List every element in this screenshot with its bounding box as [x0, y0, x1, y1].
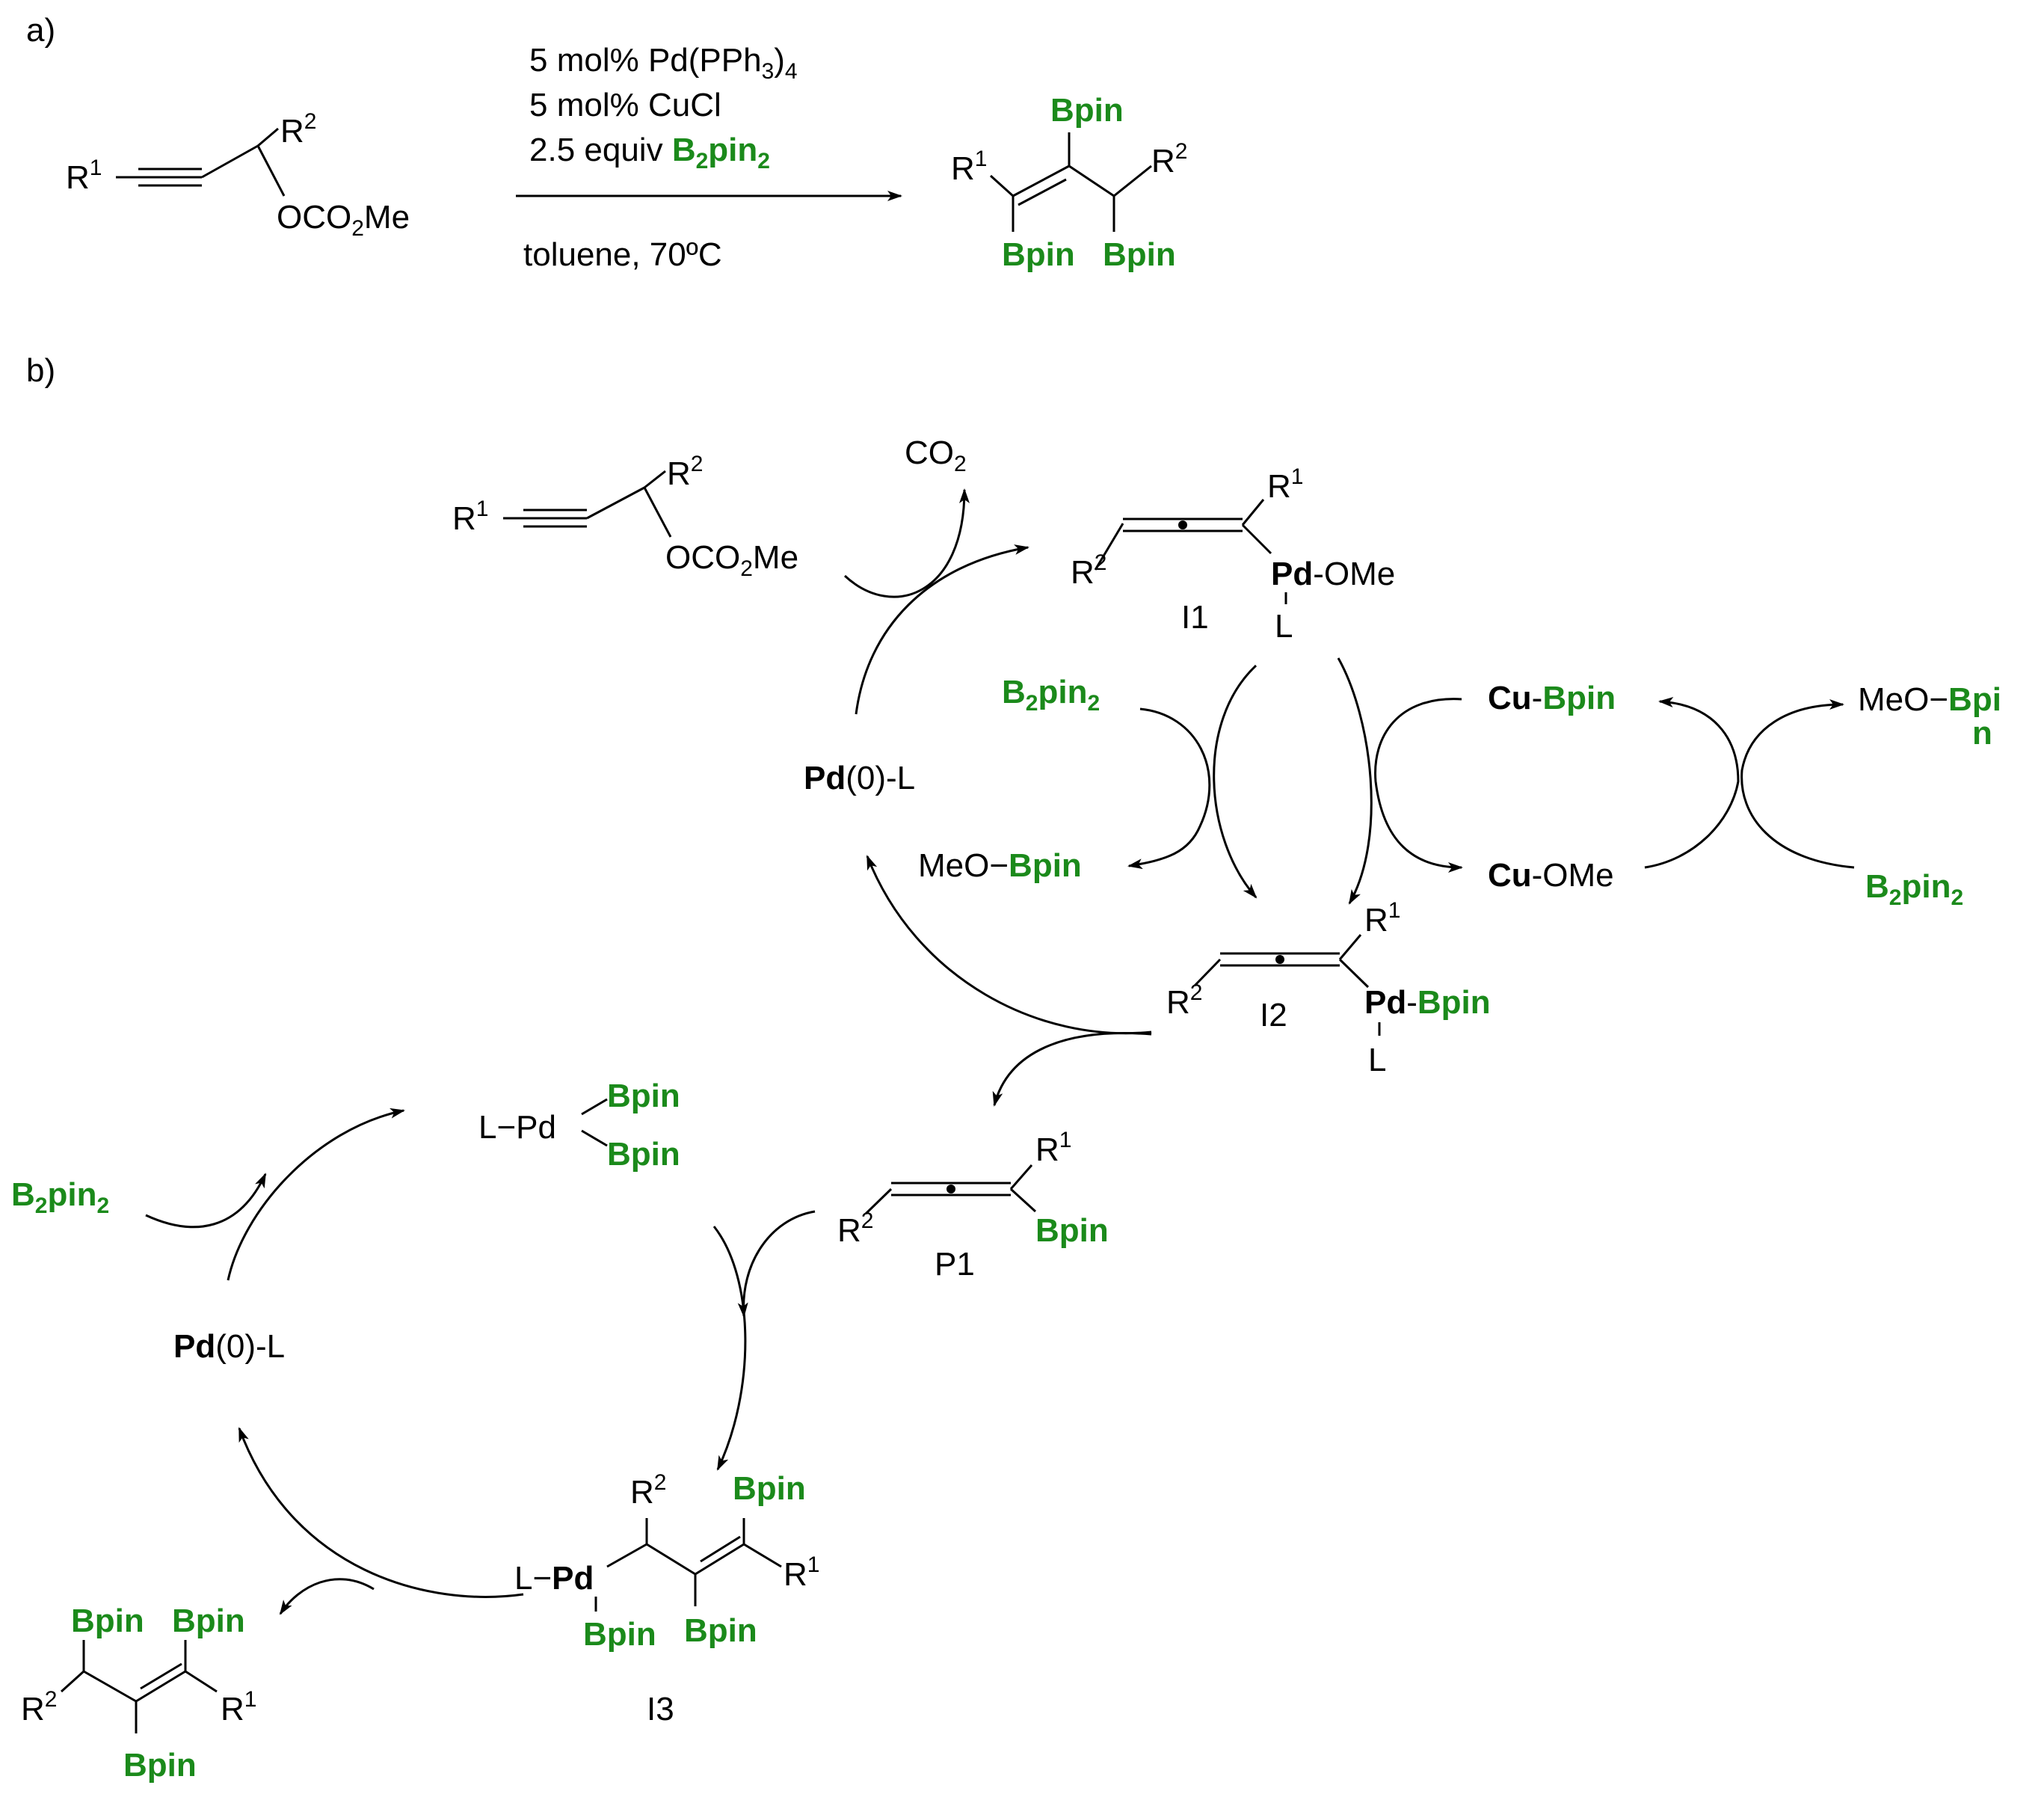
svg-text:n: n — [1972, 715, 1992, 752]
panel-a-product: Bpin R1 R2 Bpin Bpin — [951, 92, 1187, 273]
cu-bpin: Cu-Bpin — [1488, 680, 1616, 716]
i1-label: I1 — [1181, 599, 1209, 636]
svg-text:R2: R2 — [667, 452, 703, 492]
svg-text:Bpin: Bpin — [1035, 1212, 1109, 1249]
svg-text:L: L — [1275, 608, 1293, 645]
svg-text:Bpin: Bpin — [607, 1136, 680, 1173]
panel-b-starting-material: R1 R2 OCO2Me — [452, 452, 798, 581]
i2-label: I2 — [1260, 997, 1287, 1033]
svg-text:L: L — [1368, 1042, 1386, 1078]
svg-text:Pd-Bpin: Pd-Bpin — [1364, 984, 1491, 1021]
svg-text:R2: R2 — [1166, 980, 1202, 1021]
svg-text:Bpin: Bpin — [733, 1470, 806, 1507]
svg-text:R2: R2 — [1071, 550, 1106, 591]
intermediate-i2: R2 R1 Pd-Bpin L I2 — [1166, 898, 1491, 1078]
svg-text:R2: R2 — [630, 1470, 666, 1511]
b2pin2-reagent-1: B2pin2 — [1002, 674, 1100, 716]
svg-text:Bpin: Bpin — [1050, 92, 1124, 129]
svg-text:Bpin: Bpin — [1103, 236, 1176, 273]
intermediate-i1: R2 R1 Pd-OMe L I1 — [1071, 464, 1395, 645]
svg-text:L−Pd: L−Pd — [514, 1560, 594, 1597]
svg-text:R2: R2 — [280, 109, 316, 150]
svg-text:R1: R1 — [452, 497, 488, 537]
panel-b-label: b) — [26, 352, 55, 389]
p1-label: P1 — [935, 1246, 975, 1283]
meo-bpin-byproduct-1: MeO−Bpin — [918, 847, 1082, 884]
catalytic-cycle-arrows — [145, 488, 1855, 1615]
svg-text:R2: R2 — [1151, 139, 1187, 179]
svg-text:Bpin: Bpin — [1002, 236, 1075, 273]
product-p1: R2 R1 Bpin P1 — [837, 1128, 1109, 1283]
svg-text:Pd-OMe: Pd-OMe — [1271, 556, 1395, 592]
svg-text:2.5 equiv B2pin2: 2.5 equiv B2pin2 — [529, 132, 770, 173]
i3-label: I3 — [647, 1691, 674, 1727]
svg-text:5 mol% CuCl: 5 mol% CuCl — [529, 87, 721, 123]
svg-text:MeO−Bpi: MeO−Bpi — [1858, 681, 2001, 718]
svg-text:OCO2Me: OCO2Me — [277, 199, 410, 241]
svg-text:R1: R1 — [1267, 464, 1303, 505]
panel-a-starting-material: R1 R2 OCO2Me — [66, 109, 410, 241]
svg-text:Bpin: Bpin — [607, 1078, 680, 1114]
svg-text:R1: R1 — [1364, 898, 1400, 939]
pd0-catalyst-2: Pd(0)-L — [173, 1328, 285, 1365]
svg-text:Bpin: Bpin — [583, 1616, 656, 1653]
co2: CO2 — [905, 434, 967, 476]
svg-text:Bpin: Bpin — [71, 1603, 144, 1639]
svg-text:OCO2Me: OCO2Me — [665, 539, 798, 581]
svg-text:Bpin: Bpin — [172, 1603, 245, 1639]
svg-text:toluene, 70ºC: toluene, 70ºC — [523, 236, 722, 273]
l-pd-bpin2-complex: L−Pd Bpin Bpin — [478, 1078, 680, 1173]
svg-text:5 mol% Pd(PPh3)4: 5 mol% Pd(PPh3)4 — [529, 42, 798, 84]
final-product: Bpin Bpin R2 R1 Bpin — [21, 1603, 256, 1784]
svg-text:R1: R1 — [784, 1552, 819, 1593]
panel-a-label: a) — [26, 12, 55, 49]
b2pin2-reagent-3: B2pin2 — [11, 1176, 109, 1218]
svg-text:R1: R1 — [1035, 1128, 1071, 1168]
panel-a-conditions: 5 mol% Pd(PPh3)4 5 mol% CuCl 2.5 equiv B… — [523, 42, 798, 273]
svg-text:R1: R1 — [66, 156, 102, 196]
meo-bpin-byproduct-2: MeO−Bpi n — [1858, 681, 2001, 752]
svg-text:Bpin: Bpin — [684, 1612, 757, 1649]
svg-text:Bpin: Bpin — [123, 1747, 197, 1784]
intermediate-i3: L−Pd R2 Bpin R1 Bpin Bpin I3 — [514, 1470, 819, 1727]
svg-text:R1: R1 — [221, 1687, 256, 1727]
svg-text:R2: R2 — [837, 1208, 873, 1249]
svg-text:L−Pd: L−Pd — [478, 1109, 556, 1146]
b2pin2-reagent-2: B2pin2 — [1865, 868, 1963, 910]
cu-ome: Cu-OMe — [1488, 857, 1614, 894]
pd0-catalyst-1: Pd(0)-L — [804, 760, 915, 796]
svg-text:R1: R1 — [951, 147, 987, 187]
svg-text:R2: R2 — [21, 1687, 57, 1727]
